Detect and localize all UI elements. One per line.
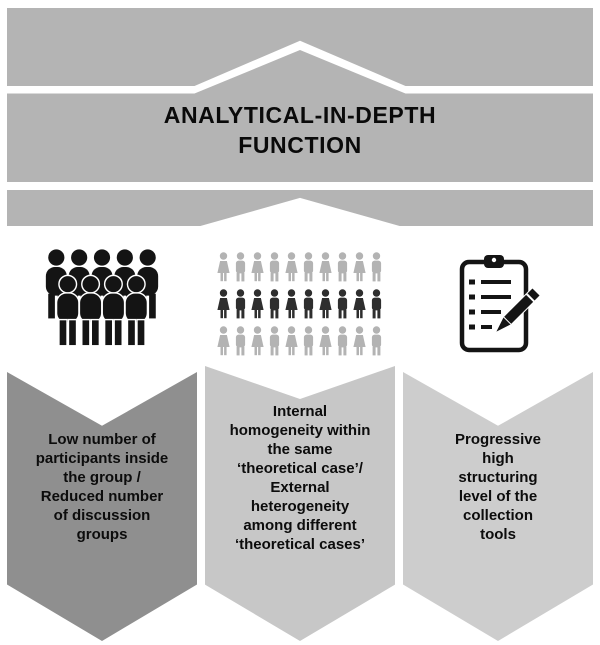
man-icon — [337, 326, 348, 356]
woman-icon — [353, 289, 366, 319]
woman-icon — [251, 252, 264, 282]
man-icon — [371, 326, 382, 356]
woman-icon — [353, 326, 366, 356]
woman-icon — [319, 289, 332, 319]
separator-chevron-band — [7, 190, 593, 226]
column-label-structuring: Progressive high structuring level of th… — [455, 431, 541, 543]
crowd-row — [205, 326, 395, 356]
woman-icon — [285, 252, 298, 282]
woman-icon — [319, 326, 332, 356]
man-icon — [235, 252, 246, 282]
woman-icon — [319, 252, 332, 282]
man-icon — [337, 289, 348, 319]
people-group-icon — [43, 248, 161, 366]
column-ribbon-structuring: Progressive high structuring level of th… — [403, 372, 593, 641]
column-ribbon-homogeneity: Internal homogeneity within the same ‘th… — [205, 366, 395, 641]
crowd-row — [205, 289, 395, 319]
woman-icon — [217, 289, 230, 319]
man-icon — [303, 289, 314, 319]
man-icon — [235, 289, 246, 319]
woman-icon — [217, 252, 230, 282]
man-icon — [337, 252, 348, 282]
woman-icon — [251, 289, 264, 319]
crowd-grid-icon — [205, 252, 395, 363]
clipboard-pencil-icon — [448, 252, 548, 358]
woman-icon — [217, 326, 230, 356]
man-icon — [303, 326, 314, 356]
man-icon — [303, 252, 314, 282]
man-icon — [269, 289, 280, 319]
woman-icon — [285, 326, 298, 356]
man-icon — [235, 326, 246, 356]
woman-icon — [353, 252, 366, 282]
man-icon — [371, 289, 382, 319]
man-icon — [269, 252, 280, 282]
man-icon — [269, 326, 280, 356]
page-title: ANALYTICAL-IN-DEPTH FUNCTION — [163, 102, 437, 158]
column-label-participants: Low number of participants inside the gr… — [35, 431, 169, 543]
man-icon — [371, 252, 382, 282]
crowd-row — [205, 252, 395, 282]
column-label-homogeneity: Internal homogeneity within the same ‘th… — [229, 403, 371, 553]
woman-icon — [285, 289, 298, 319]
woman-icon — [251, 326, 264, 356]
column-ribbon-participants: Low number of participants inside the gr… — [7, 372, 197, 641]
